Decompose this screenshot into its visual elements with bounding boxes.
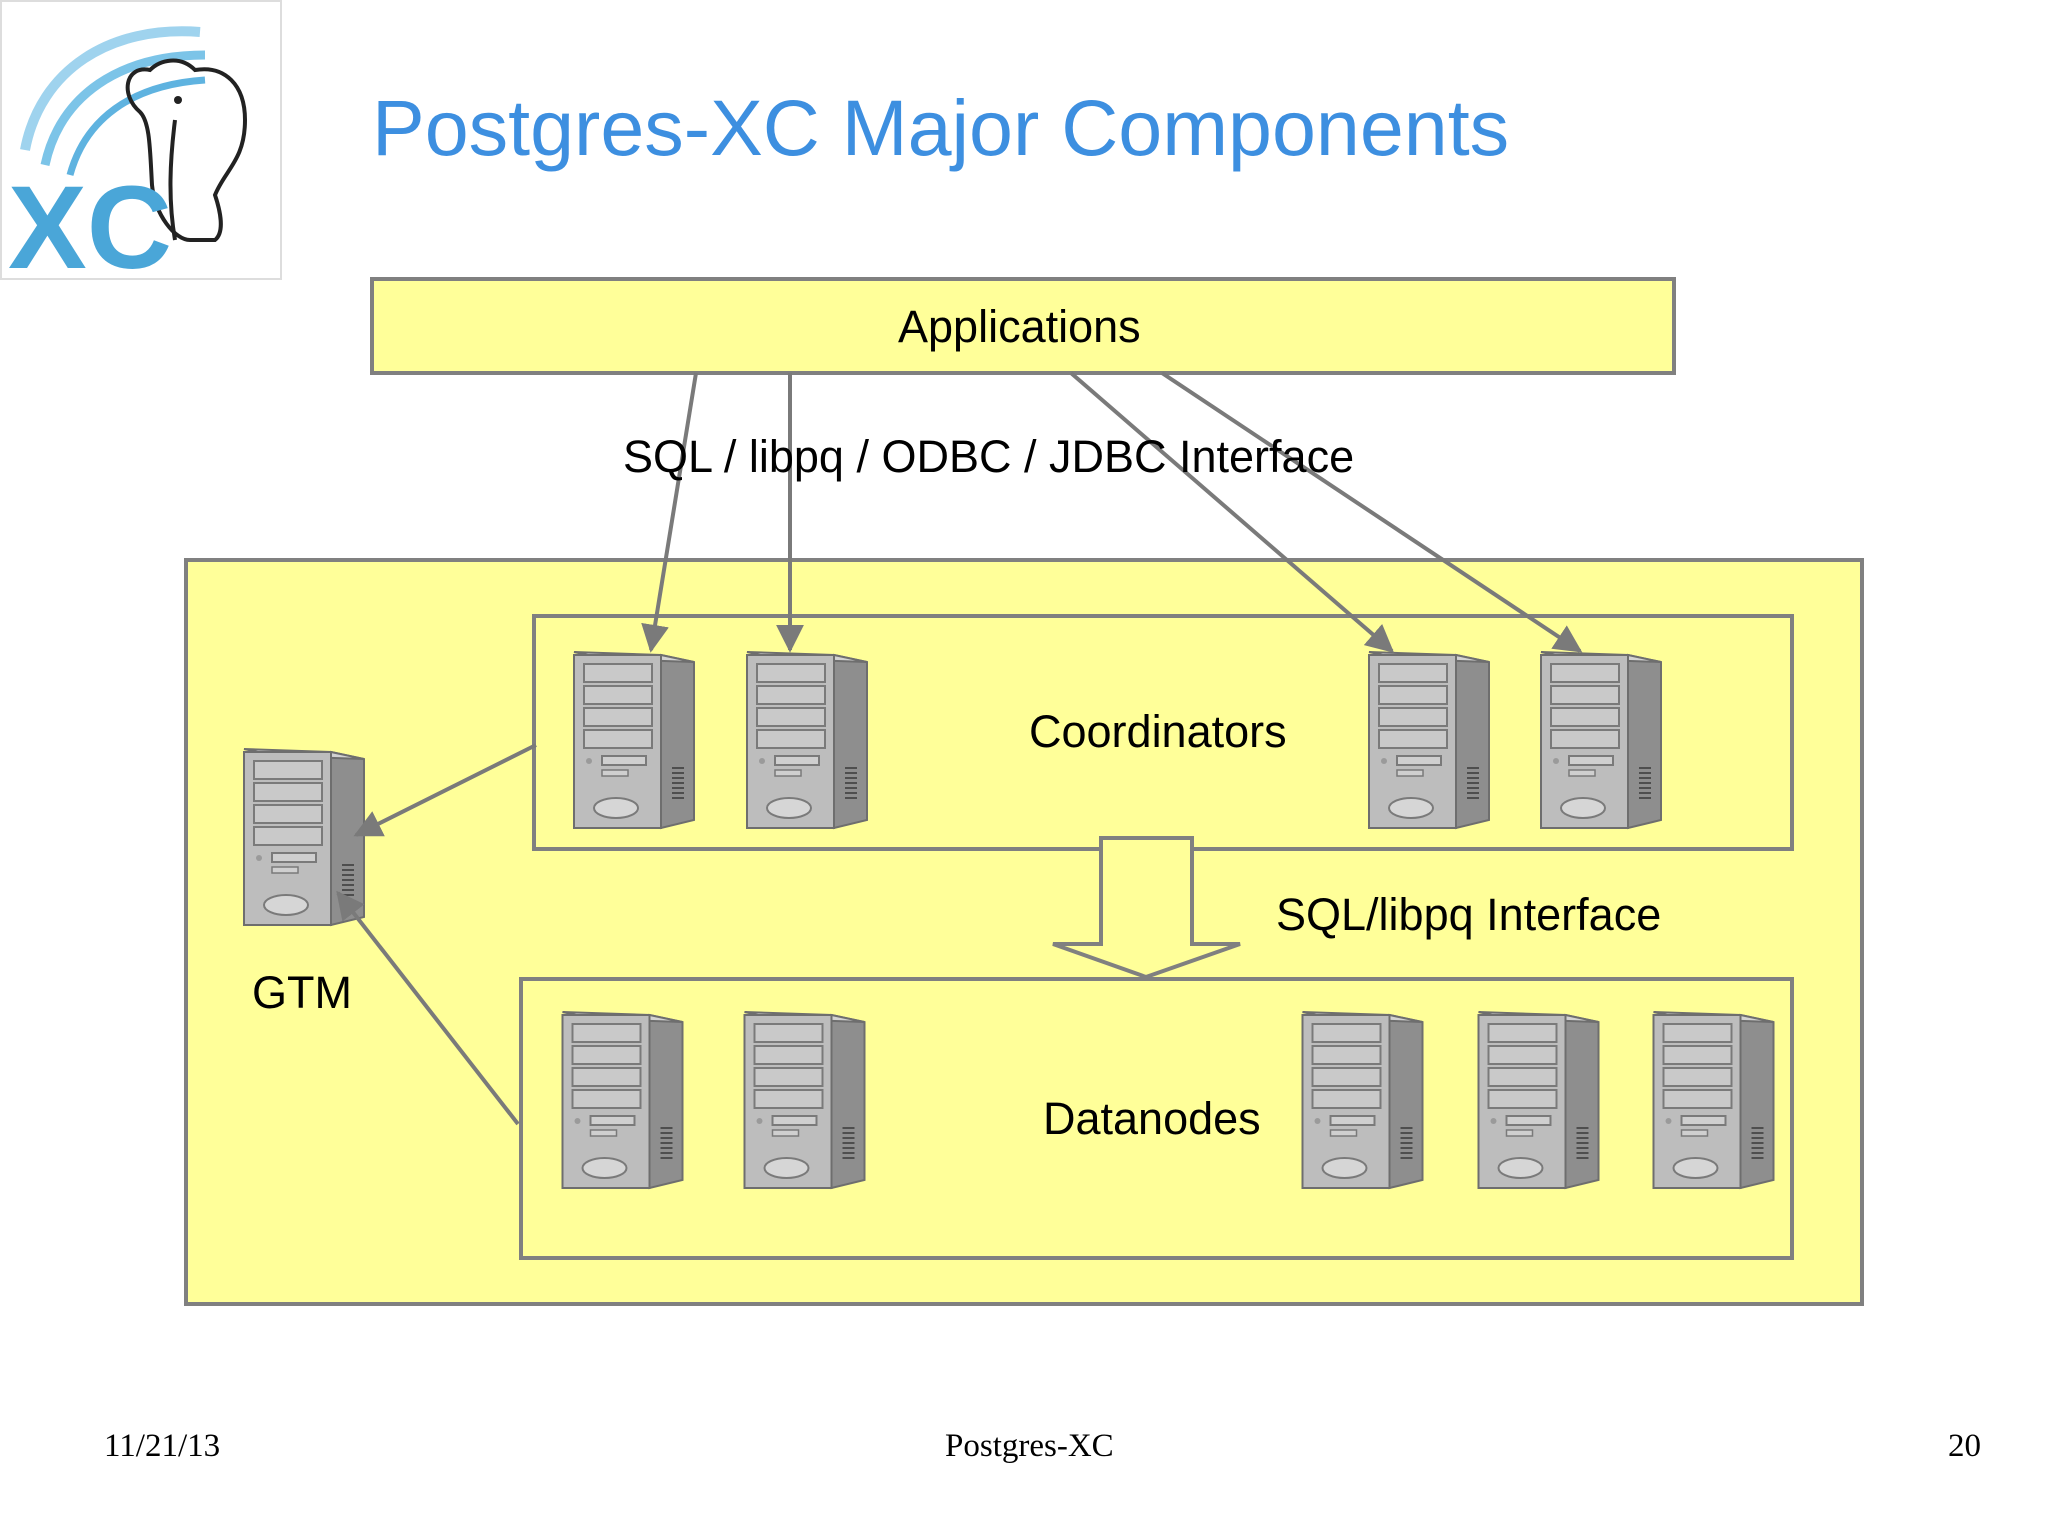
gtm-label: GTM [252,967,352,1018]
footer-center: Postgres-XC [945,1428,1114,1464]
datanode-server-3 [1301,1010,1424,1190]
datanode-server-5 [1652,1010,1775,1190]
coordinator-server-3 [1367,650,1491,830]
internal-interface-label: SQL/libpq Interface [1276,889,1662,940]
datanode-server-2 [743,1010,866,1190]
datanodes-label: Datanodes [1043,1093,1261,1144]
coordinator-server-1 [572,650,696,830]
datanode-server-4 [1477,1010,1600,1190]
gtm-connection-arrows [336,743,537,1126]
logo-text: XC [8,162,172,294]
app-arrow-4 [1160,371,1583,653]
slide-title: Postgres-XC Major Components [372,83,1510,172]
coordinator-server-4 [1539,650,1663,830]
applications-box [370,277,1676,375]
coordinator-to-datanode-arrow [1052,836,1241,980]
client-interface-label: SQL / libpq / ODBC / JDBC Interface [623,431,1355,482]
page-number: 20 [1948,1428,1981,1464]
gtm-server [242,747,366,927]
applications-label: Applications [898,301,1141,352]
app-arrow-3 [1069,371,1395,653]
coordinator-to-gtm-arrow [353,743,537,837]
datanode-to-gtm-arrow [336,890,520,1126]
app-arrow-1 [641,372,698,653]
datanode-server-1 [561,1010,684,1190]
coordinator-server-2 [745,650,869,830]
coordinators-label: Coordinators [1029,706,1287,757]
postgres-xc-logo: XC [0,0,282,294]
footer-date: 11/21/13 [104,1428,221,1464]
application-connection-arrows [641,371,1583,653]
